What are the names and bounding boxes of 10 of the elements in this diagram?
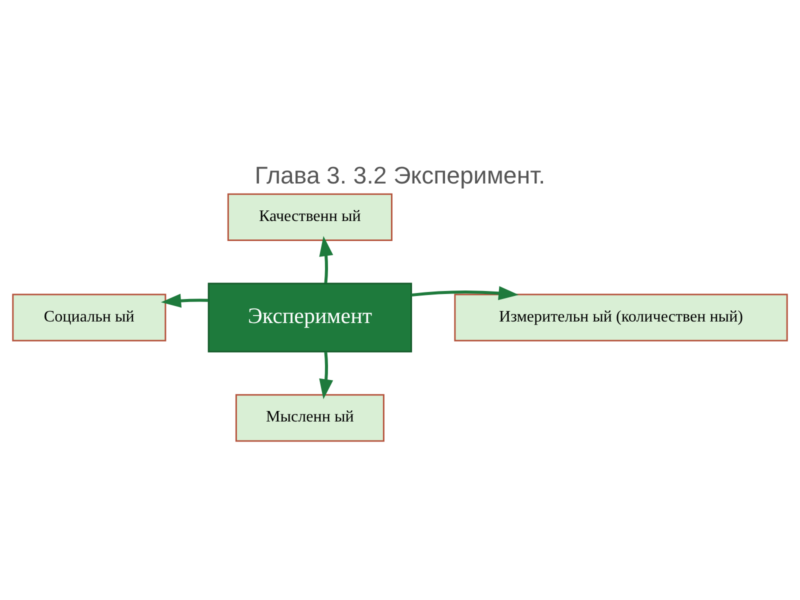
node-box: Качественн ый — [227, 192, 392, 241]
arrow — [411, 286, 519, 300]
node-box: Социальн ый — [12, 293, 166, 341]
node-box: Измерительн ый (количествен ный) — [454, 293, 788, 341]
arrow — [160, 293, 208, 308]
node-box: Мысленн ый — [235, 394, 384, 442]
node-box: Эксперимент — [208, 282, 412, 352]
diagram-title: Глава 3. 3.2 Эксперимент. — [254, 162, 546, 189]
arrow — [319, 236, 334, 283]
arrow — [319, 351, 334, 399]
